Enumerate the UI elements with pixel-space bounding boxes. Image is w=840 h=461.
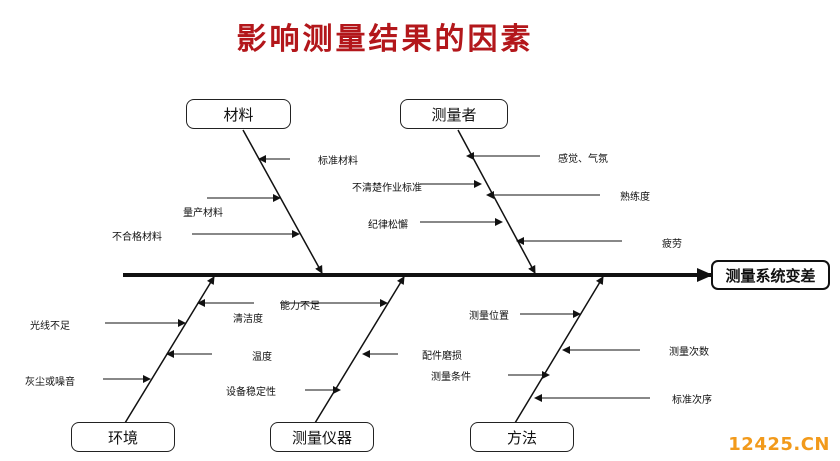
bone-operator bbox=[457, 129, 536, 274]
cause-label-count: 测量次数 bbox=[669, 347, 709, 358]
cause-label-stability: 设备稳定性 bbox=[226, 387, 276, 398]
bone-material bbox=[242, 129, 323, 274]
category-material-box: 材料 bbox=[186, 99, 291, 129]
cause-label-wear: 配件磨损 bbox=[422, 351, 462, 362]
category-instrument-box: 测量仪器 bbox=[270, 422, 374, 452]
diagram-title: 影响测量结果的因素 bbox=[236, 22, 534, 57]
cause-label-feeling: 感觉、气氛 bbox=[558, 154, 608, 165]
category-environment-box: 环境 bbox=[71, 422, 175, 452]
bone-instrument bbox=[314, 276, 405, 424]
cause-label-proficiency: 熟练度 bbox=[620, 192, 650, 203]
cause-label-unclear-standard: 不清楚作业标准 bbox=[352, 183, 422, 194]
cause-label-discipline: 纪律松懈 bbox=[368, 220, 408, 231]
cause-label-dust-noise: 灰尘或噪音 bbox=[25, 377, 75, 388]
cause-label-defective-material: 不合格材料 bbox=[112, 232, 162, 243]
cause-label-temperature: 温度 bbox=[252, 352, 272, 363]
cause-label-sequence: 标准次序 bbox=[672, 395, 712, 406]
bone-method bbox=[514, 276, 604, 424]
category-operator-box: 测量者 bbox=[400, 99, 508, 129]
cause-label-capability: 能力不足 bbox=[280, 301, 320, 312]
watermark: 12425.CN bbox=[728, 434, 830, 455]
cause-label-cleanliness: 清洁度 bbox=[233, 314, 263, 325]
category-method-box: 方法 bbox=[470, 422, 574, 452]
cause-label-fatigue: 疲劳 bbox=[662, 239, 682, 250]
cause-label-standard-material: 标准材料 bbox=[318, 156, 358, 167]
effect-box: 测量系统变差 bbox=[711, 260, 830, 290]
bone-environment bbox=[124, 276, 215, 424]
cause-label-light: 光线不足 bbox=[30, 321, 70, 332]
cause-label-mass-material: 量产材料 bbox=[183, 208, 223, 219]
cause-label-position: 测量位置 bbox=[469, 311, 509, 322]
cause-label-conditions: 测量条件 bbox=[431, 372, 471, 383]
